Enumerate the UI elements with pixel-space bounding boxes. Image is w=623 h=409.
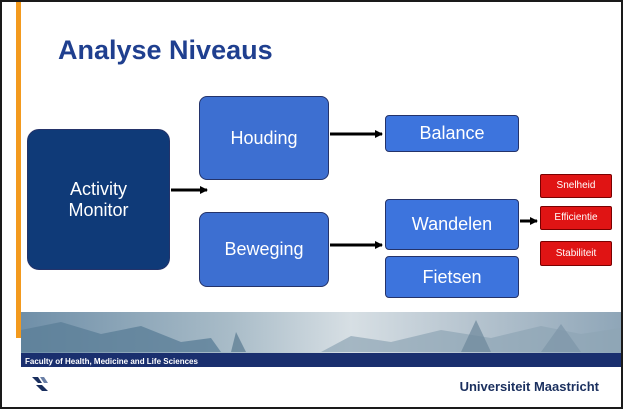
activity-monitor-box: Activity Monitor bbox=[27, 129, 170, 270]
snelheid-box: Snelheid bbox=[540, 174, 612, 198]
slide-title: Analyse Niveaus bbox=[58, 35, 273, 65]
balance-box: Balance bbox=[385, 115, 519, 152]
stabiliteit-box: Stabiliteit bbox=[540, 241, 612, 266]
um-logo-icon bbox=[32, 377, 48, 391]
faculty-text: Faculty of Health, Medicine and Life Sci… bbox=[25, 357, 198, 366]
banner-image bbox=[21, 320, 621, 352]
houding-box: Houding bbox=[199, 96, 329, 180]
beweging-box: Beweging bbox=[199, 212, 329, 287]
accent-bar bbox=[16, 2, 21, 338]
efficientie-box: Efficientie bbox=[540, 206, 612, 230]
fietsen-box: Fietsen bbox=[385, 256, 519, 298]
university-name: Universiteit Maastricht bbox=[459, 379, 599, 394]
wandelen-box: Wandelen bbox=[385, 199, 519, 250]
faculty-banner: Faculty of Health, Medicine and Life Sci… bbox=[21, 312, 621, 367]
banner-strip: Faculty of Health, Medicine and Life Sci… bbox=[21, 353, 621, 367]
